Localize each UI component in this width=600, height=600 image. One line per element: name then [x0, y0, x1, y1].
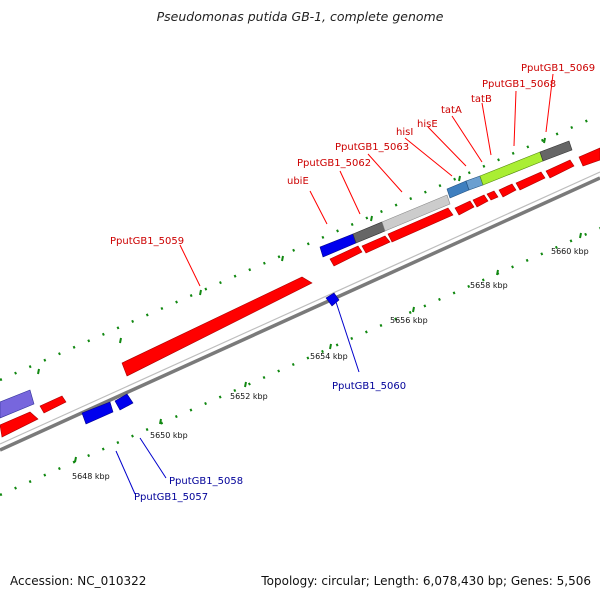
- tick-5654: 5654 kbp: [310, 352, 348, 361]
- gene-fwd-h: [515, 171, 546, 191]
- feature-tatB: [539, 140, 573, 162]
- label-lines-top: [179, 73, 554, 287]
- label-5069: PputGB1_5069: [521, 63, 595, 74]
- label-tatB: tatB: [471, 94, 492, 105]
- label-hisI: hisI: [396, 127, 413, 138]
- major-ticks: [37, 137, 582, 463]
- label-5057: PputGB1_5057: [134, 492, 208, 503]
- label-5068: PputGB1_5068: [482, 79, 556, 90]
- feature-band[interactable]: [0, 140, 573, 419]
- gene-labels-top: ubiE PputGB1_5062 PputGB1_5063 hisI hisE…: [110, 63, 595, 247]
- gene-fwd-i: [545, 159, 575, 179]
- label-5060: PputGB1_5060: [332, 381, 406, 392]
- gene-5058: [114, 393, 134, 411]
- gene-5057: [81, 401, 114, 425]
- label-5059: PputGB1_5059: [110, 236, 184, 247]
- gene-labels-bottom: PputGB1_5060 PputGB1_5058 PputGB1_5057: [134, 381, 406, 503]
- gene-fwd-j: [578, 147, 600, 167]
- tick-5648: 5648 kbp: [72, 472, 110, 481]
- gene-5059: [121, 276, 313, 377]
- guide-track-inner: [0, 226, 600, 497]
- feature-5063: [381, 194, 451, 232]
- gene-fwd-left-1: [0, 411, 39, 438]
- label-tatA: tatA: [441, 105, 462, 116]
- tick-5650: 5650 kbp: [150, 431, 188, 440]
- kbp-labels: 5648 kbp 5650 kbp 5652 kbp 5654 kbp 5656…: [72, 247, 589, 481]
- gene-fwd-c: [387, 207, 454, 243]
- tick-5656: 5656 kbp: [390, 316, 428, 325]
- label-ubiE: ubiE: [287, 176, 309, 187]
- gene-fwd-e: [472, 194, 489, 208]
- label-5063: PputGB1_5063: [335, 142, 409, 153]
- label-5058: PputGB1_5058: [169, 476, 243, 487]
- gene-fwd-b: [361, 235, 391, 254]
- genome-summary-text: Topology: circular; Length: 6,078,430 bp…: [261, 574, 591, 588]
- tick-5660: 5660 kbp: [551, 247, 589, 256]
- tick-5658: 5658 kbp: [470, 281, 508, 290]
- gene-fwd-left-2: [39, 395, 67, 414]
- gene-fwd-d: [454, 200, 475, 216]
- forward-genes[interactable]: [0, 147, 600, 438]
- accession-text: Accession: NC_010322: [10, 574, 147, 588]
- label-hisE: hisE: [417, 119, 438, 130]
- feature-hisI: [446, 180, 470, 199]
- map-title: Pseudomonas putida GB-1, complete genome: [156, 9, 444, 24]
- gene-fwd-f: [486, 190, 499, 201]
- label-lines-bottom: [115, 301, 360, 495]
- gene-fwd-g: [498, 183, 517, 198]
- tick-5652: 5652 kbp: [230, 392, 268, 401]
- label-5062: PputGB1_5062: [297, 158, 371, 169]
- gene-fwd-a: [329, 245, 363, 267]
- feature-left: [0, 389, 35, 419]
- guide-track-outer: [0, 113, 600, 382]
- genome-backbone: [0, 171, 600, 452]
